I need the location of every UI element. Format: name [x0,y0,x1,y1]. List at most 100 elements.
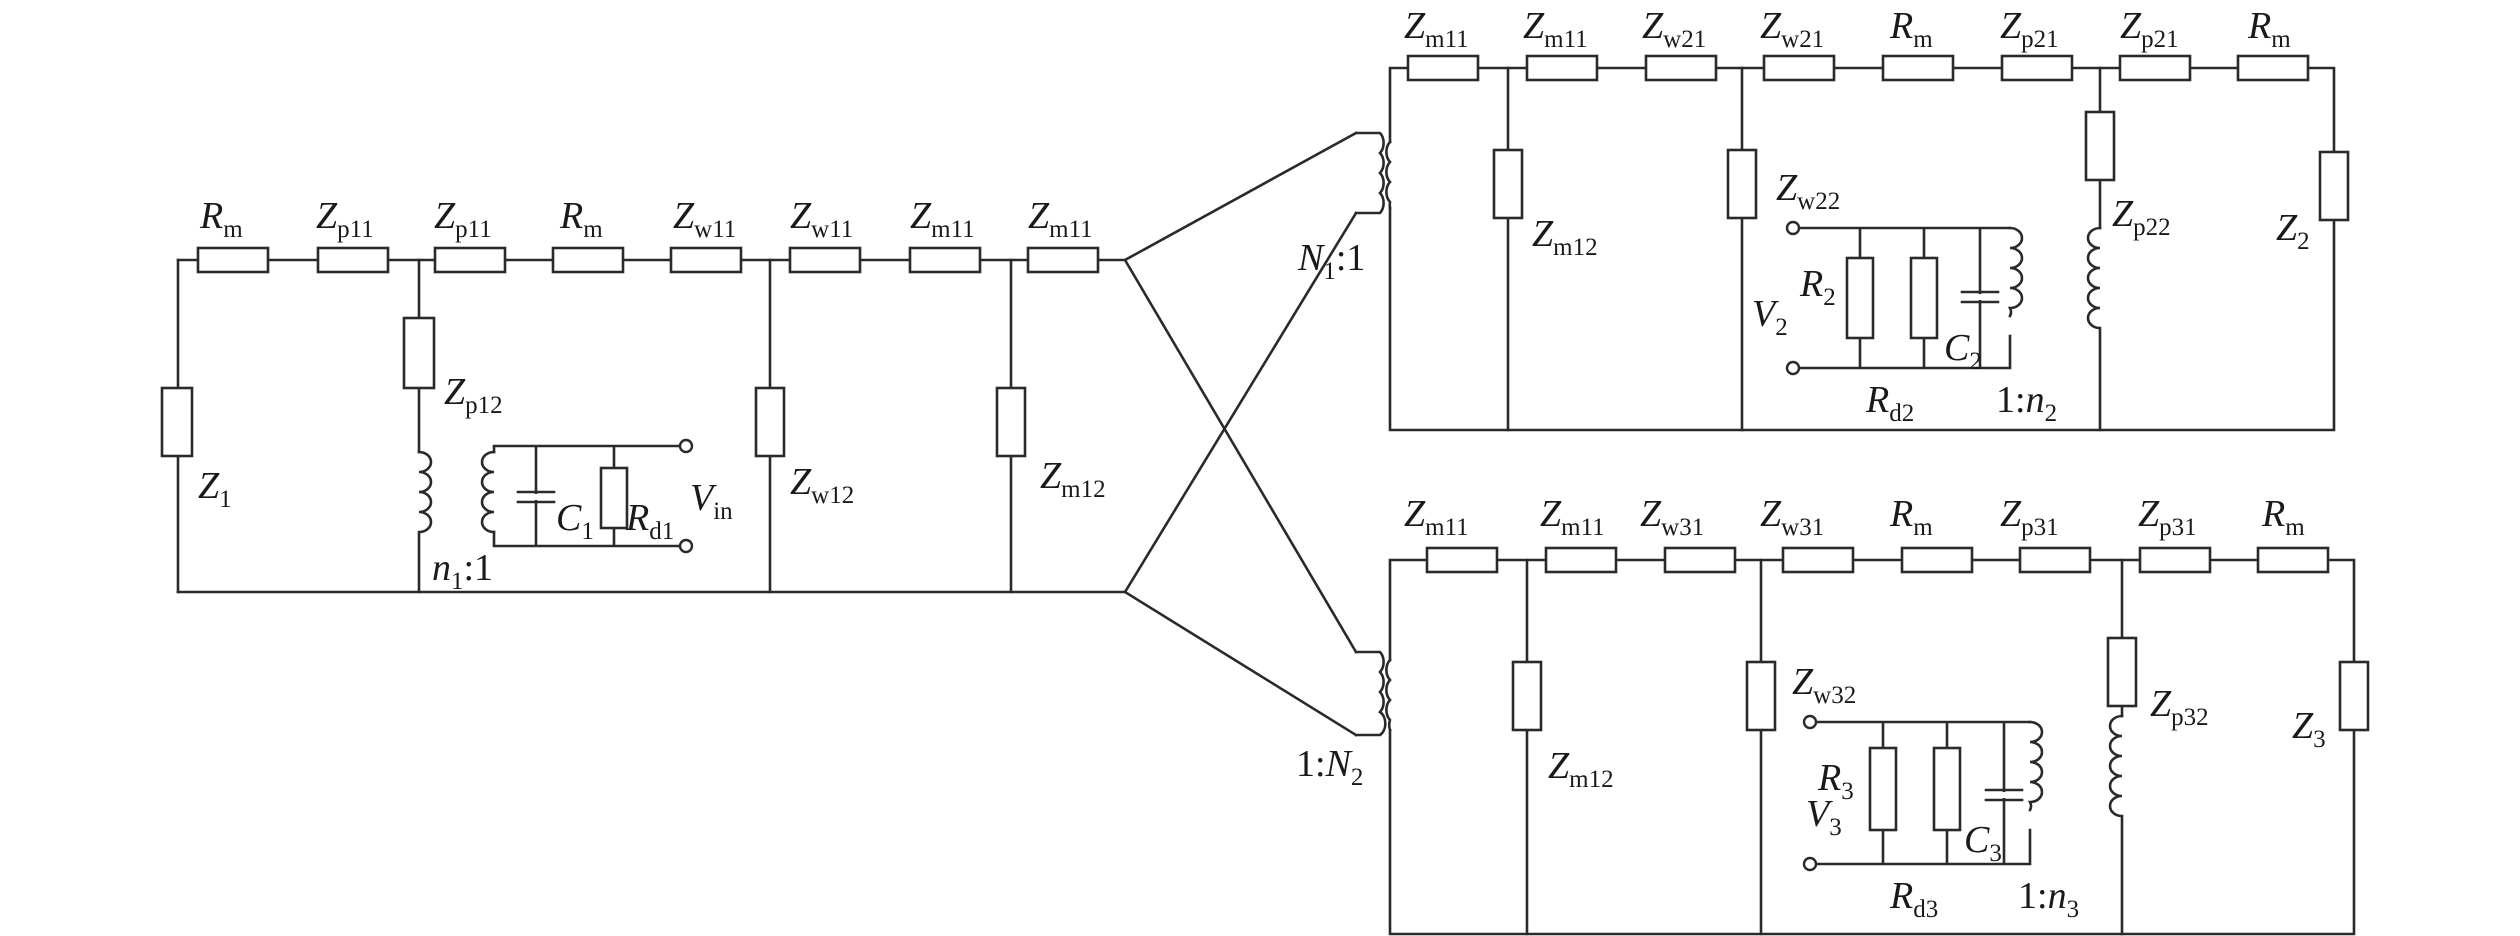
label-subscript: w22 [1797,188,1840,215]
label-main: Z [1642,5,1664,47]
label-subscript: p11 [455,216,492,243]
rd2-resistor [1909,256,1939,340]
t2-zw21-resistor-b [1762,54,1836,82]
label-subscript: m12 [1553,234,1597,261]
r3-resistor [1868,746,1898,832]
label-r3: R3 [1817,757,1854,805]
label-t2-rm-a: Rm [1889,5,1933,53]
label-main: Z [1640,493,1662,535]
label-subscript: 1 [581,518,594,545]
label-zw12: Zw12 [790,461,854,509]
t2-zm11-resistor-a [1406,54,1480,82]
label-z1: Z1 [198,465,232,513]
label-t3-zw31-a: Zw31 [1640,493,1704,541]
label-main: V [1752,293,1779,335]
label-c3: C3 [1964,819,2002,867]
label-subscript: in [713,498,733,525]
label-zw11-b: Zw11 [790,195,853,243]
n1-big-secondary-coil [1385,140,1392,210]
label-main: R [2247,5,2271,47]
label-subscript: p11 [337,216,374,243]
label-z2: Z2 [2276,207,2310,255]
c2-gap [1963,294,1997,300]
label-main: Z [1523,5,1545,47]
t3-zw32-resistor [1745,660,1777,732]
label-main: R [625,497,649,539]
label-zm12-left: Zm12 [1040,455,1106,503]
n2-secondary-coil [2007,226,2024,318]
label-main: Z [1776,167,1798,209]
label-main: Z [910,195,932,237]
t3-zm11-resistor-a [1425,546,1499,574]
label-main: C [1944,327,1970,369]
label-subscript: p21 [2141,26,2179,53]
label-n1-ratio: n1:1 [432,547,493,595]
label-t2-zp21-a: Zp21 [2000,5,2059,53]
label-main: Z [2000,5,2022,47]
zw12-resistor [754,386,786,458]
label-main: R [1865,379,1889,421]
label-tail: :1 [1336,237,1366,279]
label-main: Z [1028,195,1050,237]
label-rm-b: Rm [559,195,603,243]
label-t2-zw21-b: Zw21 [1760,5,1824,53]
zm11-resistor-a [908,246,982,274]
label-t3-zm11-b: Zm11 [1540,493,1605,541]
t3-zm12-resistor [1511,660,1543,732]
label-subscript: 2 [1823,284,1836,311]
n3-primary-coil [2108,714,2124,936]
label-t2-zm12: Zm12 [1532,213,1598,261]
label-main: R [1889,5,1913,47]
label-main: Z [673,195,695,237]
label-main: Z [444,371,466,413]
label-t2-rm-b: Rm [2247,5,2291,53]
t2-zm11-resistor-b [1525,54,1599,82]
label-main: V [1806,793,1833,835]
cross-wire-bottom-b [1123,590,1358,737]
label-main: R [1817,757,1841,799]
label-subscript: d1 [649,518,674,545]
label-subscript: w32 [1813,682,1856,709]
label-subscript: m [223,216,243,243]
label-subscript: 1 [451,568,464,595]
label-subscript: d2 [1889,400,1914,427]
label-subscript: w21 [1781,26,1824,53]
c3-gap [1987,792,2021,798]
t2-zp21-resistor-a [2000,54,2074,82]
label-subscript: 2 [2045,400,2058,427]
v2-terminal-bottom [1785,360,1801,376]
label-main: Z [1040,455,1062,497]
label-t2-zm11-b: Zm11 [1523,5,1588,53]
label-N1-ratio: N1:1 [1297,237,1365,285]
label-subscript: 1 [1323,258,1336,285]
label-head: 1: [2018,875,2048,917]
label-subscript: m [2271,26,2291,53]
label-zm11-b: Zm11 [1028,195,1093,243]
label-subscript: w21 [1663,26,1706,53]
label-N2-ratio: 1:N2 [1296,743,1363,791]
label-zw22: Zw22 [1776,167,1840,215]
label-main: Z [198,465,220,507]
n1-big-primary-coil [1354,131,1385,215]
label-t3-zm11-a: Zm11 [1404,493,1469,541]
label-main: Z [2292,705,2314,747]
label-main: Z [2138,493,2160,535]
component-labels: Rm Zp11 Zp11 Rm Zw11 Zw11 Zm11 Zm11 Z1 Z… [198,5,2326,923]
label-subscript: p22 [2133,214,2171,241]
label-zp22: Zp22 [2112,193,2171,241]
label-subscript: m11 [1425,26,1469,53]
label-main: Z [1548,745,1570,787]
label-n3-ratio: 1:n3 [2018,875,2079,923]
label-main: Z [1404,493,1426,535]
label-subscript: p31 [2021,514,2059,541]
label-main: N [1297,237,1326,279]
label-main: n [2048,875,2067,917]
cross-wire-top-a [1123,131,1358,262]
label-main: Z [790,195,812,237]
label-vin: Vin [690,477,733,525]
vin-terminal-bottom [678,538,694,554]
n1-primary-coil [417,450,433,594]
label-subscript: 3 [1841,778,1854,805]
t3-zp31-resistor-b [2138,546,2212,574]
